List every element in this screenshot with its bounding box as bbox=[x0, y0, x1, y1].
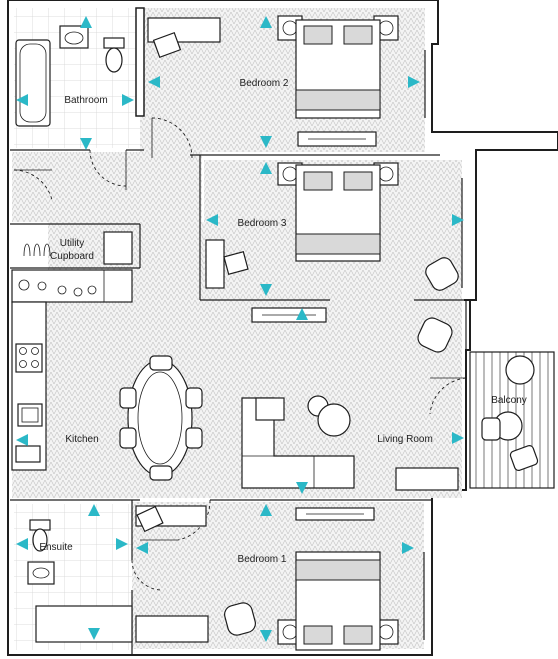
bedroom1-furniture bbox=[135, 505, 425, 651]
dining-chair-icon bbox=[119, 355, 203, 481]
view-arrow-icon bbox=[16, 434, 28, 446]
toilet-cistern-icon bbox=[103, 37, 125, 49]
view-arrows bbox=[16, 16, 464, 642]
armchair-icon bbox=[224, 602, 256, 636]
bedroom1-label: Bedroom 1 bbox=[238, 554, 287, 565]
bedroom2-chair-icon bbox=[152, 32, 182, 58]
view-arrow-icon bbox=[260, 16, 272, 28]
kitchen-fixtures bbox=[15, 279, 203, 481]
bathroom-label: Bathroom bbox=[64, 95, 107, 106]
ensuite-fixtures bbox=[27, 519, 133, 643]
view-arrow-icon bbox=[296, 308, 308, 320]
balcony-door-icon bbox=[429, 377, 467, 415]
armchair-icon bbox=[425, 257, 459, 291]
balcony-label: Balcony bbox=[491, 395, 527, 406]
view-arrow-icon bbox=[80, 138, 92, 150]
sink-icon bbox=[27, 561, 55, 585]
view-arrow-icon bbox=[122, 94, 134, 106]
toilet-icon bbox=[32, 528, 48, 552]
kitchen-item-icon bbox=[18, 279, 30, 291]
room-labels: Bathroom Bedroom 2 Bedroom 3 Utility Cup… bbox=[39, 78, 526, 565]
view-arrow-icon bbox=[260, 630, 272, 642]
kitchen-sink-icon bbox=[17, 403, 43, 427]
view-arrow-icon bbox=[116, 538, 128, 550]
view-arrow-icon bbox=[452, 214, 464, 226]
bathroom-fixtures bbox=[15, 25, 125, 127]
washing-machine-icon bbox=[103, 231, 133, 265]
wardrobe-icon bbox=[135, 615, 209, 643]
utility-fixtures bbox=[23, 231, 133, 265]
view-arrow-icon bbox=[88, 628, 100, 640]
armchair-icon bbox=[417, 317, 453, 353]
media-console-icon bbox=[395, 467, 459, 491]
interior-walls bbox=[10, 7, 467, 655]
doors bbox=[13, 117, 467, 591]
ensuite-label: Ensuite bbox=[39, 542, 73, 553]
view-arrow-icon bbox=[136, 542, 148, 554]
balcony-chair-icon bbox=[509, 445, 539, 471]
bathtub-icon bbox=[15, 39, 51, 127]
bathroom-door-icon bbox=[89, 149, 127, 187]
toilet-icon bbox=[105, 47, 123, 73]
view-arrow-icon bbox=[16, 94, 28, 106]
view-arrow-icon bbox=[260, 504, 272, 516]
view-arrow-icon bbox=[206, 214, 218, 226]
entrance-door-icon bbox=[13, 169, 53, 201]
view-arrow-icon bbox=[148, 76, 160, 88]
bedroom2-label: Bedroom 2 bbox=[240, 78, 289, 89]
balcony-furniture bbox=[481, 355, 539, 471]
bedroom3-desk-icon bbox=[205, 239, 225, 289]
view-arrow-icon bbox=[402, 542, 414, 554]
view-arrow-icon bbox=[16, 538, 28, 550]
side-table-icon bbox=[255, 397, 285, 421]
bedroom1-door-icon bbox=[177, 499, 211, 541]
living-furniture bbox=[241, 317, 459, 491]
utility-label-line2: Cupboard bbox=[50, 251, 94, 262]
coffee-table-icon bbox=[317, 403, 351, 437]
bedroom1-chair-icon bbox=[136, 505, 164, 533]
bedroom2-furniture bbox=[147, 15, 426, 147]
bedroom3-label: Bedroom 3 bbox=[238, 218, 287, 229]
view-arrow-icon bbox=[88, 504, 100, 516]
plant-icon bbox=[505, 355, 535, 385]
view-arrow-icon bbox=[260, 136, 272, 148]
view-arrow-icon bbox=[452, 432, 464, 444]
view-arrow-icon bbox=[296, 482, 308, 494]
living-room-label: Living Room bbox=[377, 434, 433, 445]
hob-small-icon bbox=[15, 445, 41, 463]
balcony-chair-icon bbox=[481, 417, 501, 441]
hall-floor bbox=[12, 152, 202, 222]
view-arrow-icon bbox=[80, 16, 92, 28]
view-arrow-icon bbox=[260, 284, 272, 296]
view-arrow-icon bbox=[408, 76, 420, 88]
bedroom3-furniture bbox=[205, 162, 463, 323]
view-arrow-icon bbox=[260, 162, 272, 174]
sink-icon bbox=[59, 25, 89, 49]
bedroom3-chair-icon bbox=[223, 250, 249, 276]
coat-hangers-icon bbox=[23, 243, 51, 257]
shower-tray-icon bbox=[35, 605, 133, 643]
hob-icon bbox=[15, 343, 43, 373]
bedroom2-door-icon bbox=[151, 117, 193, 159]
kitchen-label: Kitchen bbox=[65, 434, 98, 445]
utility-label-line1: Utility bbox=[60, 238, 84, 249]
ensuite-door-icon bbox=[131, 559, 163, 591]
